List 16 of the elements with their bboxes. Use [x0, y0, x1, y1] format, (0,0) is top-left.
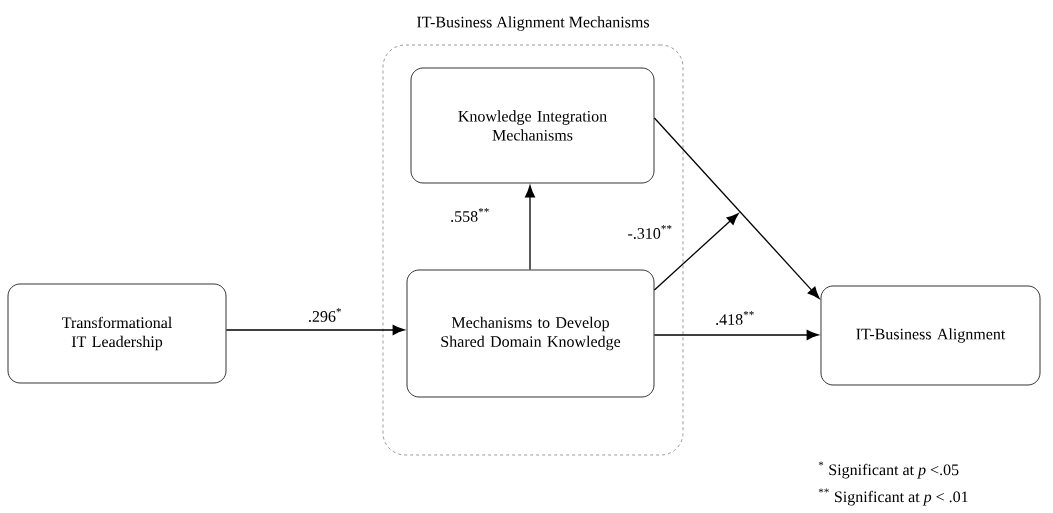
- arrow: [225, 325, 405, 335]
- footnote: $^{*}$ Significant at p <.05: [818, 461, 959, 479]
- rounded-box: Knowledge Integration Mechanisms: [410, 67, 655, 184]
- node-label: IT-Business Alignment Mechanisms: [417, 16, 650, 31]
- edge-label: -.310$^{**}$: [626, 224, 674, 240]
- rounded-box: Transformational IT Leadership: [7, 283, 227, 384]
- edge-label: .296$^{*}$: [306, 307, 344, 323]
- footnote: $^{**}$ Significant at p < .01: [818, 488, 968, 506]
- arrow: [653, 117, 820, 299]
- edge-label: .418$^{**}$: [714, 310, 756, 326]
- rounded-box: IT-Business Alignment: [820, 285, 1041, 386]
- arrow: [653, 213, 739, 291]
- arrow: [525, 185, 535, 271]
- edge-label: .558$^{**}$: [449, 207, 491, 223]
- rounded-box: Mechanisms to Develop Shared Domain Knowledge: [406, 269, 655, 398]
- arrow: [653, 330, 819, 340]
